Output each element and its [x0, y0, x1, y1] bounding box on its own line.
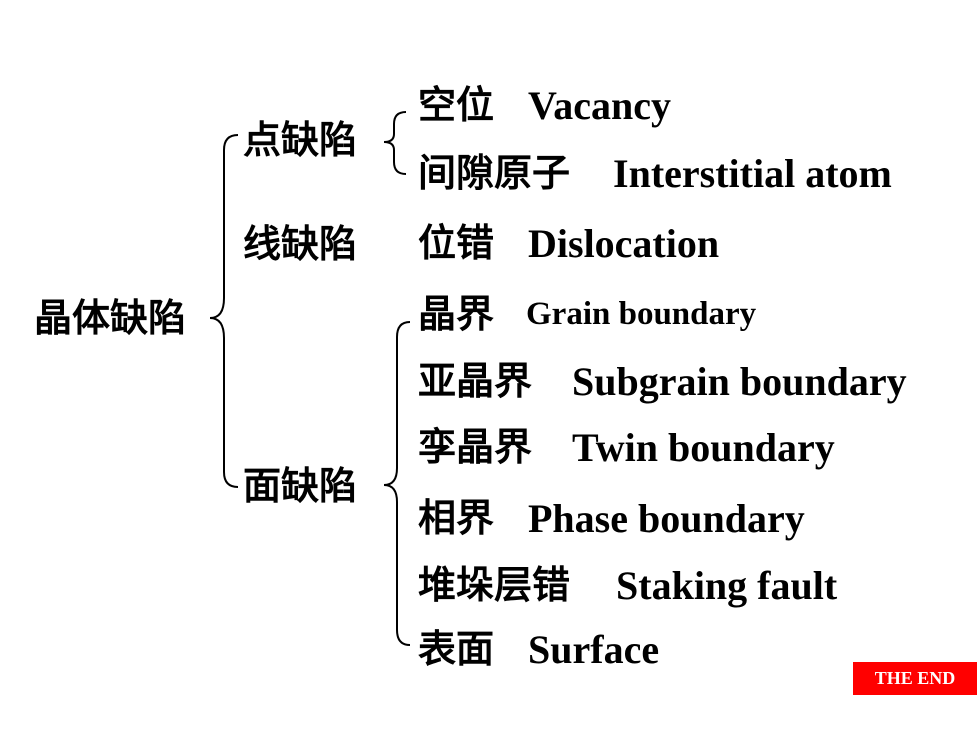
root-brace	[209, 134, 239, 488]
leaf-subgrain-en: Subgrain boundary	[572, 359, 907, 404]
surface-brace	[383, 321, 411, 646]
leaf-stacking-en: Staking fault	[616, 563, 838, 608]
category-surface-defect: 面缺陷	[243, 464, 358, 508]
leaf-grain-en: Grain boundary	[526, 296, 757, 332]
leaf-vacancy-en: Vacancy	[528, 83, 671, 128]
leaf-dislocation-en: Dislocation	[528, 221, 720, 266]
leaf-interstitial-cn: 间隙原子	[418, 151, 571, 195]
leaf-surface-cn: 表面	[418, 627, 495, 671]
category-line-defect: 线缺陷	[243, 222, 358, 266]
category-point-defect: 点缺陷	[243, 118, 358, 162]
root-label: 晶体缺陷	[34, 296, 187, 340]
leaf-twin-cn: 孪晶界	[418, 425, 533, 469]
leaf-subgrain-cn: 亚晶界	[418, 359, 533, 403]
leaf-surface-en: Surface	[528, 627, 660, 672]
leaf-grain-cn: 晶界	[418, 292, 495, 336]
the-end-button[interactable]: THE END	[853, 662, 977, 695]
leaf-dislocation-cn: 位错	[418, 221, 495, 265]
leaf-phase-cn: 相界	[418, 496, 495, 540]
leaf-phase-en: Phase boundary	[528, 496, 805, 541]
point-brace	[383, 111, 407, 175]
leaf-stacking-cn: 堆垛层错	[418, 563, 571, 607]
leaf-interstitial-en: Interstitial atom	[613, 151, 892, 196]
leaf-twin-en: Twin boundary	[572, 425, 835, 470]
leaf-vacancy-cn: 空位	[418, 83, 495, 127]
